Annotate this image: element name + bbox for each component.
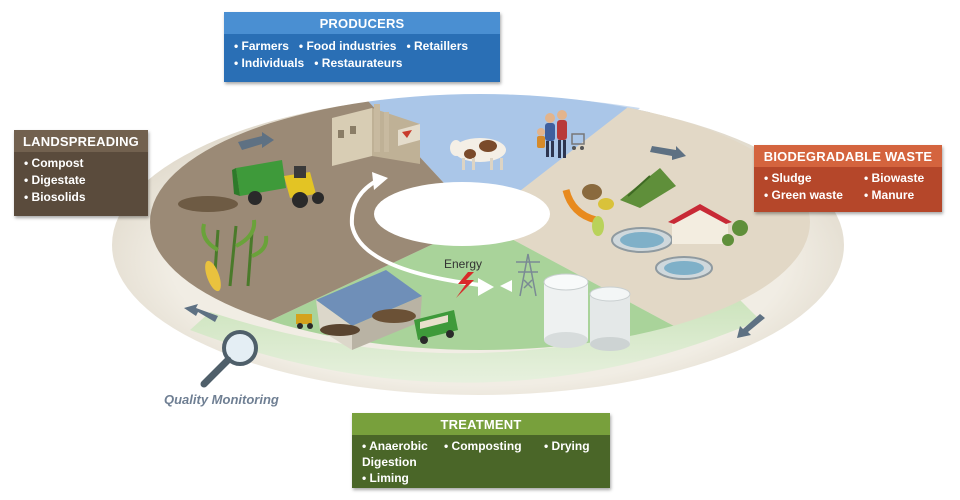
treatment-item: Composting — [444, 438, 544, 470]
biodegradable-waste-box: BIODEGRADABLE WASTE Sludge Biowaste Gree… — [754, 145, 942, 212]
treatment-item: Anaerobic Digestion — [362, 438, 444, 470]
arrow-bottom-right-icon — [737, 314, 765, 338]
center-hole — [374, 182, 550, 246]
ring-arrows — [184, 132, 765, 338]
landspreading-item: Compost — [24, 155, 138, 172]
cycle-arrow-icon — [349, 172, 494, 296]
arrow-top-left-icon — [238, 132, 274, 150]
biowaste-item: Manure — [864, 187, 940, 204]
landspreading-box: LANDSPREADING Compost Digestate Biosolid… — [14, 130, 148, 216]
magnifier-icon — [200, 330, 258, 388]
producer-item: • Retaillers — [406, 39, 469, 53]
producers-box: PRODUCERS • Farmers • Food industries • … — [224, 12, 500, 82]
treatment-plant-icon — [611, 204, 748, 280]
treatment-title: TREATMENT — [352, 413, 610, 435]
landspreading-title: LANDSPREADING — [14, 130, 148, 152]
landspreading-item: Digestate — [24, 172, 138, 189]
biowaste-item: Sludge — [764, 170, 864, 187]
corn-icon — [201, 219, 269, 292]
producer-item: • Food industries — [298, 39, 397, 53]
arrow-top-right-icon — [650, 146, 686, 160]
treatment-box: TREATMENT Anaerobic Digestion Composting… — [352, 413, 610, 488]
producer-item: • Restaurateurs — [314, 56, 403, 70]
landspreading-item: Biosolids — [24, 189, 138, 206]
digester-icon — [543, 273, 631, 351]
pylon-arrow-icon — [500, 280, 512, 292]
factory-icon — [332, 104, 420, 166]
food-waste-icon — [562, 168, 676, 236]
composting-shed-icon — [296, 270, 458, 350]
family-icon — [537, 110, 585, 158]
producer-item: • Farmers — [234, 39, 289, 53]
cow-icon — [450, 138, 506, 170]
quality-monitoring-label: Quality Monitoring — [164, 392, 279, 407]
producers-title: PRODUCERS — [224, 12, 500, 34]
energy-label: Energy — [444, 257, 483, 271]
biowaste-item: Biowaste — [864, 170, 940, 187]
pylon-icon — [516, 253, 540, 297]
tractor-icon — [178, 160, 324, 212]
biodegradable-waste-title: BIODEGRADABLE WASTE — [754, 145, 942, 167]
treatment-item: Liming — [362, 470, 444, 486]
sector-treatment — [250, 222, 700, 350]
treatment-item: Drying — [544, 438, 604, 470]
lightning-icon — [456, 272, 474, 298]
producer-item: • Individuals — [234, 56, 305, 70]
arrow-bottom-left-icon — [184, 304, 218, 322]
biowaste-item: Green waste — [764, 187, 864, 204]
